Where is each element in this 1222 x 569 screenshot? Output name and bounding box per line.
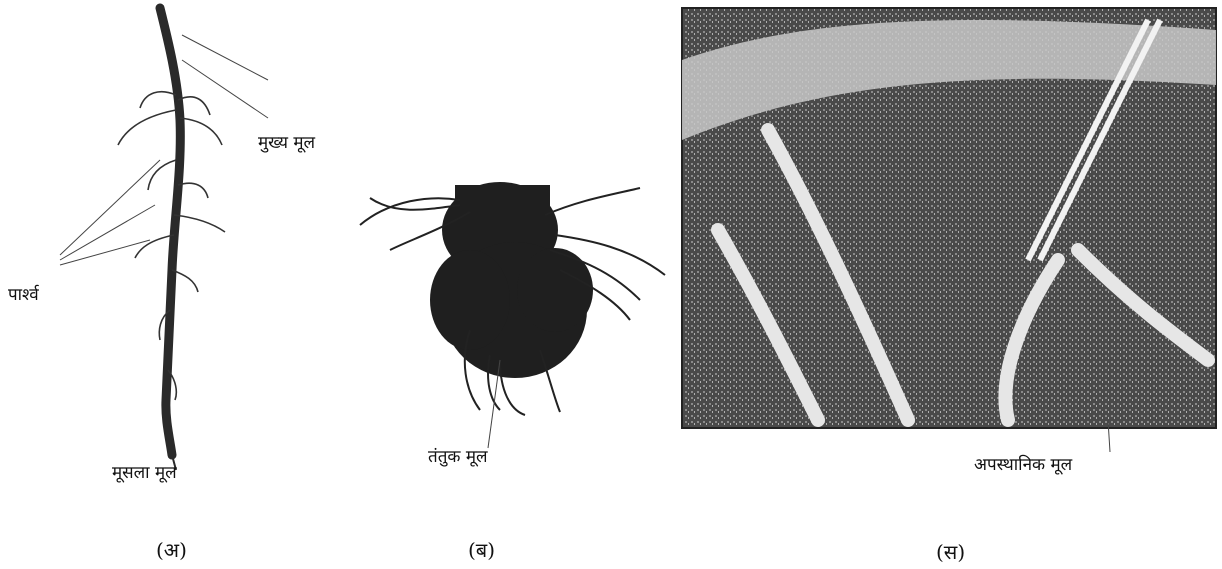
panel-adventitious-root: अपस्थानिक मूल (स) (678, 0, 1222, 569)
panel-c-caption: (स) (936, 538, 965, 565)
panel-fibrous-root: तंतुक मूल (ब) (350, 0, 680, 569)
adventitious-root-photo (678, 0, 1222, 569)
main-root-label: मुख्य मूल (258, 130, 315, 153)
fibrous-root-drawing (350, 0, 680, 569)
lateral-root-label: पार्श्व (8, 282, 39, 305)
tap-root-drawing (0, 0, 360, 569)
adventitious-root-label: अपस्थानिक मूल (974, 452, 1072, 475)
panel-a-caption: (अ) (156, 536, 187, 563)
tap-root-label: मूसला मूल (112, 460, 177, 483)
panel-tap-root: मुख्य मूल पार्श्व मूसला मूल (अ) (0, 0, 360, 569)
panel-b-caption: (ब) (468, 536, 495, 563)
fibrous-root-label: तंतुक मूल (428, 444, 488, 467)
